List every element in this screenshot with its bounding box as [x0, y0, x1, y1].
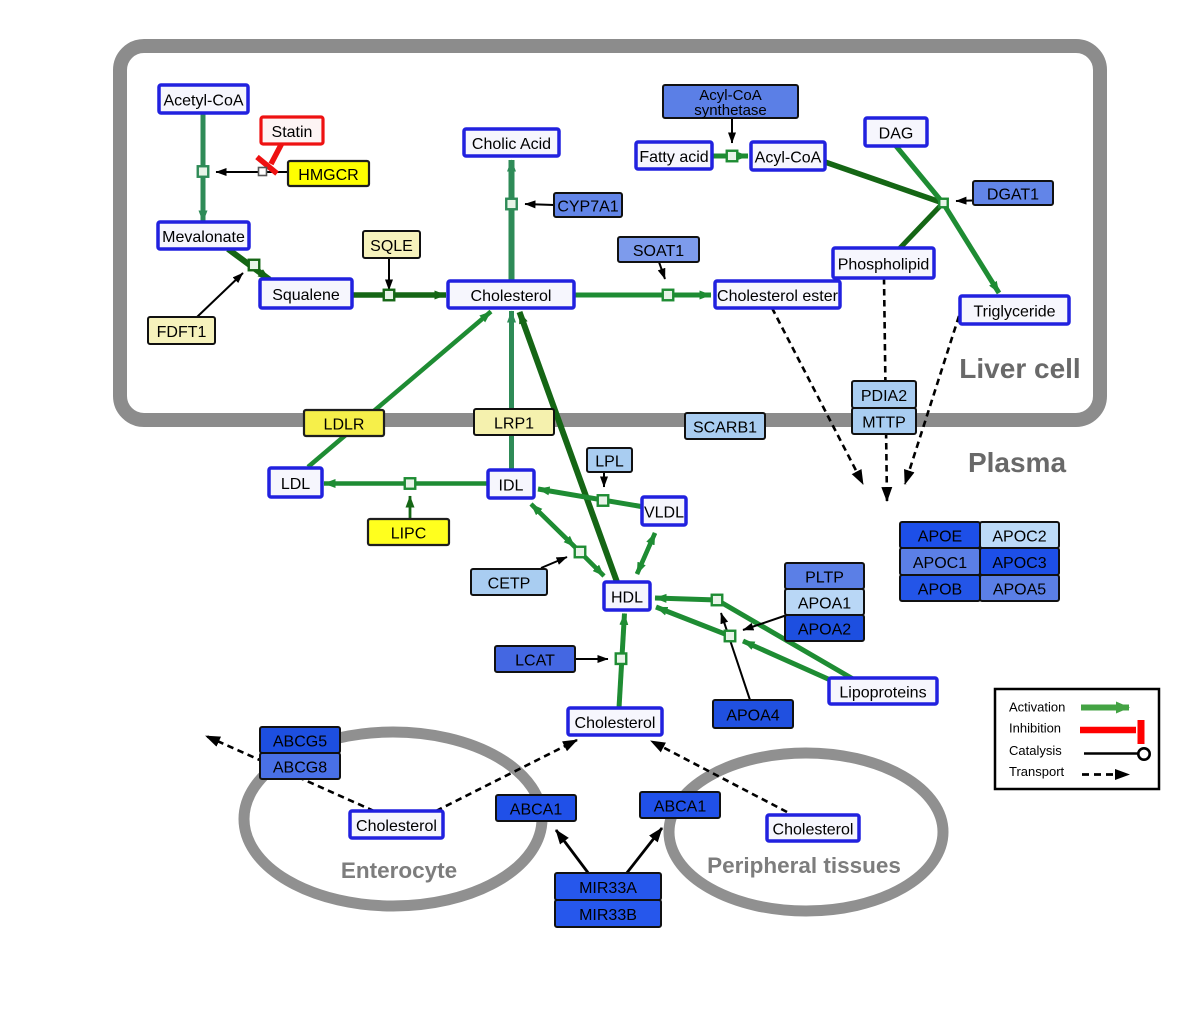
svg-text:LCAT: LCAT: [515, 652, 555, 669]
svg-text:LDL: LDL: [281, 476, 310, 493]
svg-text:IDL: IDL: [499, 477, 524, 494]
svg-text:Acetyl-CoA: Acetyl-CoA: [163, 92, 243, 109]
svg-text:Cholesterol: Cholesterol: [471, 288, 552, 305]
svg-text:Acyl-CoA: Acyl-CoA: [755, 149, 822, 166]
svg-text:Inhibition: Inhibition: [1009, 721, 1061, 736]
svg-text:HMGCR: HMGCR: [298, 167, 358, 184]
svg-text:APOA1: APOA1: [798, 595, 851, 612]
svg-text:APOA4: APOA4: [726, 707, 779, 724]
svg-text:ABCA1: ABCA1: [654, 798, 707, 815]
svg-text:Peripheral tissues: Peripheral tissues: [707, 853, 901, 878]
svg-text:Squalene: Squalene: [272, 287, 340, 304]
svg-text:Triglyceride: Triglyceride: [973, 303, 1055, 320]
svg-text:Cholic Acid: Cholic Acid: [472, 136, 551, 153]
svg-text:MIR33B: MIR33B: [579, 907, 637, 924]
svg-text:Cholesterol ester: Cholesterol ester: [717, 288, 839, 305]
svg-text:APOE: APOE: [918, 528, 962, 545]
svg-text:ABCG5: ABCG5: [273, 733, 327, 750]
svg-text:DGAT1: DGAT1: [987, 186, 1039, 203]
svg-text:Cholesterol: Cholesterol: [575, 715, 656, 732]
svg-text:APOA5: APOA5: [993, 581, 1046, 598]
svg-text:MTTP: MTTP: [862, 414, 906, 431]
svg-text:CYP7A1: CYP7A1: [557, 198, 618, 215]
svg-text:Statin: Statin: [272, 124, 313, 141]
svg-text:LIPC: LIPC: [391, 525, 427, 542]
svg-text:Cholesterol: Cholesterol: [773, 821, 854, 838]
svg-text:Transport: Transport: [1009, 764, 1065, 779]
svg-text:Liver cell: Liver cell: [959, 353, 1080, 384]
svg-text:LRP1: LRP1: [494, 415, 534, 432]
svg-text:SOAT1: SOAT1: [633, 243, 684, 260]
svg-text:HDL: HDL: [611, 589, 643, 606]
svg-text:APOC3: APOC3: [992, 555, 1046, 572]
svg-text:Activation: Activation: [1009, 700, 1065, 715]
svg-text:Plasma: Plasma: [968, 447, 1066, 478]
svg-text:SQLE: SQLE: [370, 238, 413, 255]
svg-text:APOC2: APOC2: [992, 528, 1046, 545]
svg-text:FDFT1: FDFT1: [157, 324, 207, 341]
svg-text:SCARB1: SCARB1: [693, 419, 757, 436]
svg-text:LPL: LPL: [595, 453, 624, 470]
svg-text:Acyl-CoA: Acyl-CoA: [699, 87, 762, 104]
svg-text:LDLR: LDLR: [324, 416, 365, 433]
svg-text:synthetase: synthetase: [694, 102, 767, 119]
svg-text:APOB: APOB: [918, 581, 962, 598]
svg-text:PLTP: PLTP: [805, 569, 844, 586]
svg-text:Lipoproteins: Lipoproteins: [839, 684, 926, 701]
svg-text:Fatty acid: Fatty acid: [639, 149, 708, 166]
svg-text:MIR33A: MIR33A: [579, 880, 637, 897]
svg-text:Mevalonate: Mevalonate: [162, 229, 245, 246]
svg-text:Cholesterol: Cholesterol: [356, 818, 437, 835]
svg-text:ABCG8: ABCG8: [273, 759, 327, 776]
svg-text:APOA2: APOA2: [798, 621, 851, 638]
svg-text:PDIA2: PDIA2: [861, 388, 907, 405]
svg-text:Enterocyte: Enterocyte: [341, 858, 457, 883]
svg-text:APOC1: APOC1: [913, 555, 967, 572]
svg-text:Catalysis: Catalysis: [1009, 743, 1062, 758]
svg-text:Phospholipid: Phospholipid: [838, 256, 930, 273]
svg-text:ABCA1: ABCA1: [510, 801, 563, 818]
svg-text:VLDL: VLDL: [644, 504, 684, 521]
svg-text:DAG: DAG: [879, 125, 914, 142]
svg-text:CETP: CETP: [488, 575, 531, 592]
